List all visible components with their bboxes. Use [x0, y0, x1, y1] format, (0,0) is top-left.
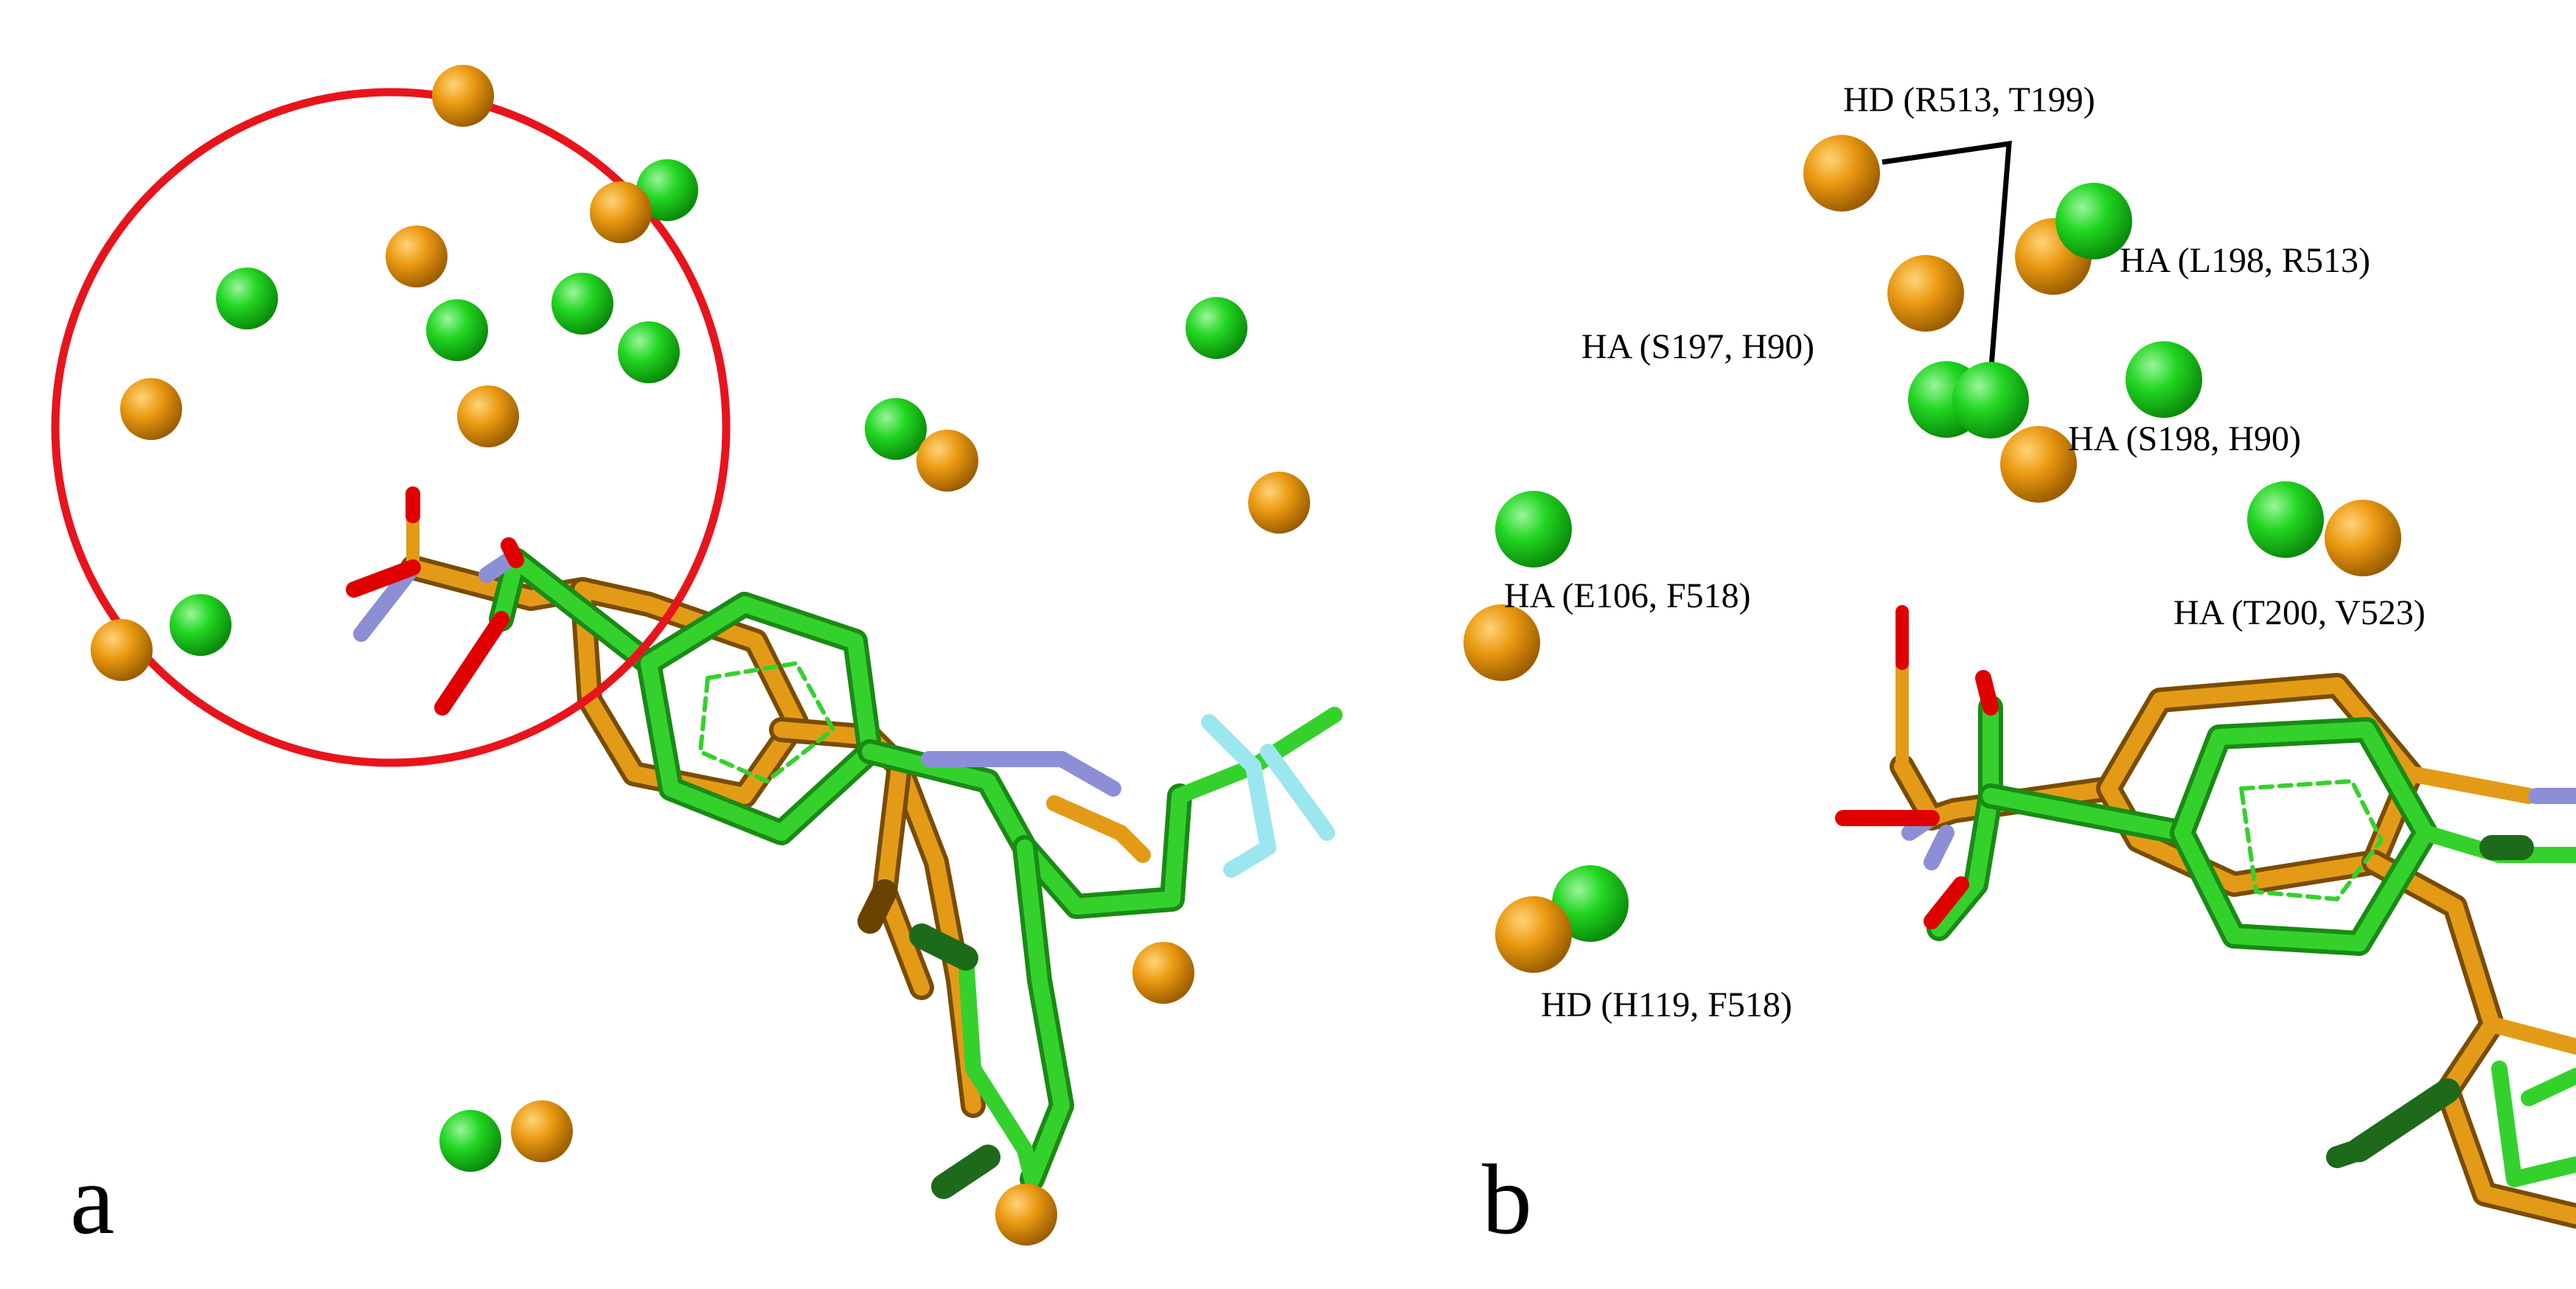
panel-letter-b: b: [1482, 1145, 1532, 1255]
feature-label-hd-r513-t199: HD (R513, T199): [1843, 80, 2095, 119]
hbond-acceptor-sphere: [426, 299, 488, 361]
hbond-acceptor-sphere: [865, 398, 927, 460]
panel-b-molecules: [1835, 605, 2576, 1229]
feature-label-ha-t200-v523: HA (T200, V523): [2173, 593, 2426, 632]
hbond-acceptor-sphere: [1552, 865, 1629, 942]
hbond-donor-sphere: [1887, 255, 1964, 332]
hbond-donor-sphere: [457, 385, 519, 447]
hbond-donor-sphere: [432, 65, 494, 127]
hbond-donor-sphere: [1463, 604, 1540, 681]
feature-label-ha-l198-r513: HA (L198, R513): [2120, 241, 2370, 280]
hbond-donor-sphere: [1495, 896, 1572, 973]
hbond-acceptor-sphere: [636, 159, 698, 221]
feature-label-ha-e106-f518: HA (E106, F518): [1504, 576, 1751, 615]
panel-letter-a: a: [70, 1145, 115, 1255]
hbond-donor-sphere: [2000, 426, 2077, 503]
hbond-acceptor-sphere: [1495, 491, 1572, 567]
hbond-donor-sphere: [91, 619, 153, 681]
hbond-acceptor-sphere: [2126, 341, 2202, 418]
hbond-donor-sphere: [386, 226, 448, 287]
hbond-acceptor-sphere: [2247, 481, 2324, 558]
green-ligand-a: [434, 537, 1343, 1199]
leader-line: [1881, 140, 2012, 377]
hbond-donor-sphere: [511, 1100, 573, 1162]
hbond-donor-sphere: [1132, 942, 1194, 1004]
orange-ligand-a: [346, 486, 1151, 1118]
hbond-donor-sphere: [120, 378, 182, 440]
hbond-acceptor-sphere: [551, 273, 613, 335]
hbond-acceptor-sphere: [1952, 362, 2029, 439]
feature-label-hd-h119-f518: HD (H119, F518): [1541, 985, 1792, 1024]
hbond-acceptor-sphere: [439, 1110, 501, 1172]
panel-a: [51, 65, 1343, 1246]
hbond-acceptor-sphere: [2055, 183, 2132, 259]
panel-b: [1463, 135, 2576, 1229]
feature-label-ha-s197-h90: HA (S197, H90): [1581, 327, 1815, 366]
hbond-donor-sphere: [995, 1184, 1057, 1246]
hbond-donor-sphere: [916, 430, 978, 492]
panel-b-features: [1463, 135, 2401, 973]
hbond-acceptor-sphere: [1186, 297, 1247, 359]
feature-label-ha-s198-h90: HA (S198, H90): [2068, 419, 2302, 458]
panel-a-features: [91, 65, 1310, 1246]
hbond-acceptor-sphere: [618, 321, 680, 383]
highlight-circle: [51, 88, 731, 767]
hbond-acceptor-sphere: [216, 268, 278, 329]
hbond-donor-sphere: [2325, 500, 2401, 576]
hbond-donor-sphere: [1248, 472, 1310, 534]
green-ligand-b: [1924, 670, 2576, 1187]
hbond-donor-sphere: [590, 181, 652, 243]
hbond-donor-sphere: [1803, 135, 1880, 212]
hbond-acceptor-sphere: [170, 594, 232, 656]
panel-a-molecules: [346, 486, 1343, 1199]
